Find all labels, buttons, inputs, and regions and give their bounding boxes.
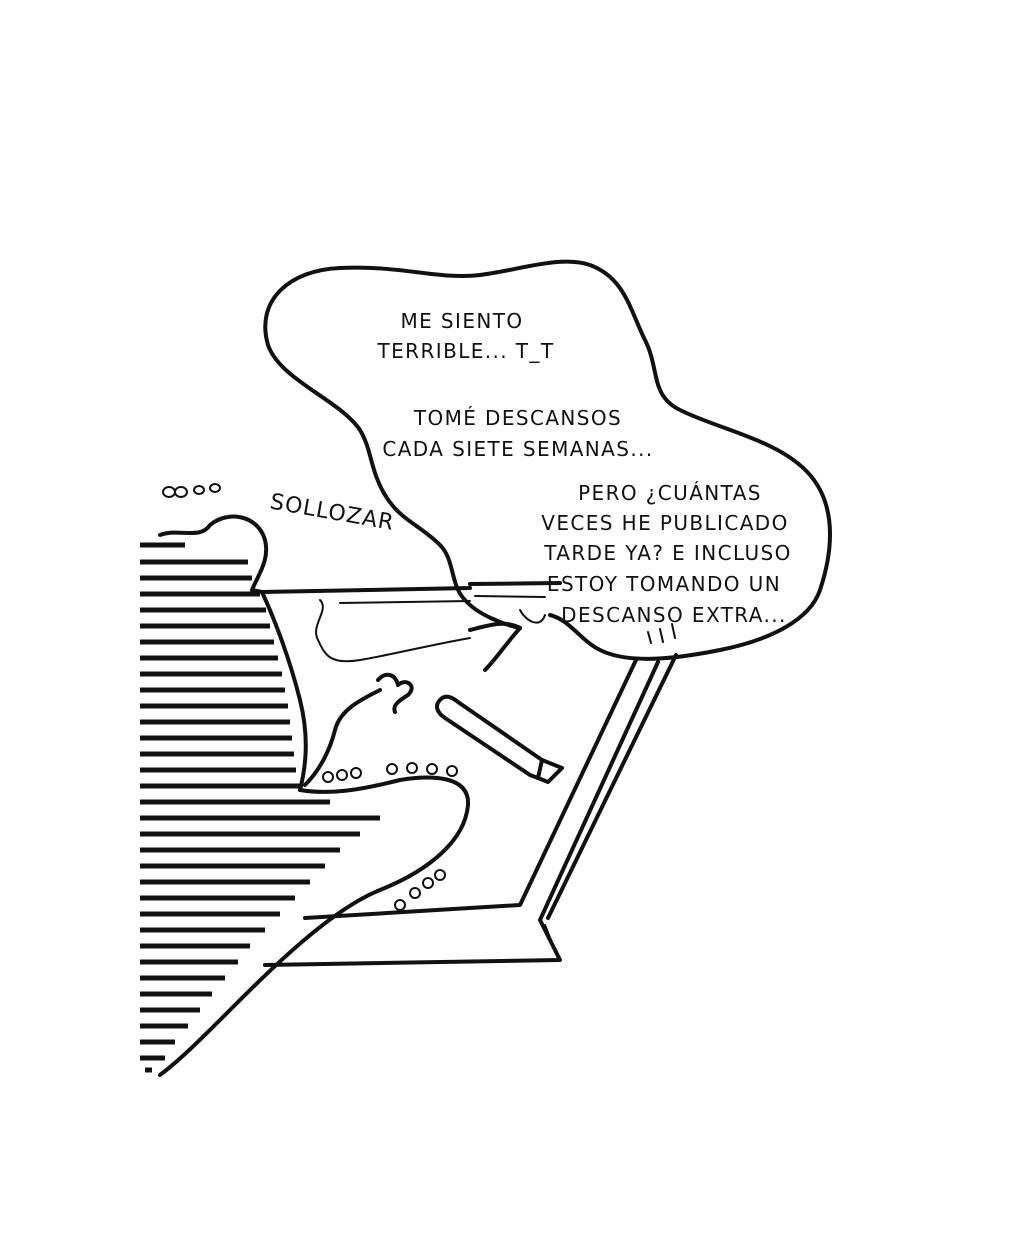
- bubble-line-5: PERO ¿CUÁNTAS: [578, 481, 762, 505]
- bubble-line-2: TERRIBLE... T_T: [377, 339, 555, 363]
- bubble-line-4: CADA SIETE SEMANAS...: [382, 437, 653, 461]
- sfx-dots-top: [162, 483, 221, 498]
- finger-dots: [322, 762, 458, 911]
- tablet-drawing: [260, 581, 678, 967]
- bubble-line-7: TARDE YA? E INCLUSO: [543, 541, 792, 565]
- bubble-line-6: VECES HE PUBLICADO: [541, 511, 788, 535]
- sfx-sob: SOLLOZAR: [268, 490, 396, 536]
- bubble-text: ME SIENTO TERRIBLE... T_T TOMÉ DESCANSOS…: [377, 309, 792, 627]
- bubble-line-8: ESTOY TOMANDO UN: [547, 572, 781, 596]
- bubble-line-9: DESCANSO EXTRA...: [561, 603, 787, 627]
- bubble-line-1: ME SIENTO: [400, 309, 523, 333]
- bubble-line-3: TOMÉ DESCANSOS: [413, 406, 622, 430]
- hand-drawing: [303, 599, 522, 911]
- character-silhouette: [140, 514, 471, 1077]
- speech-bubble: [263, 259, 832, 661]
- stylus-pen: [435, 694, 564, 784]
